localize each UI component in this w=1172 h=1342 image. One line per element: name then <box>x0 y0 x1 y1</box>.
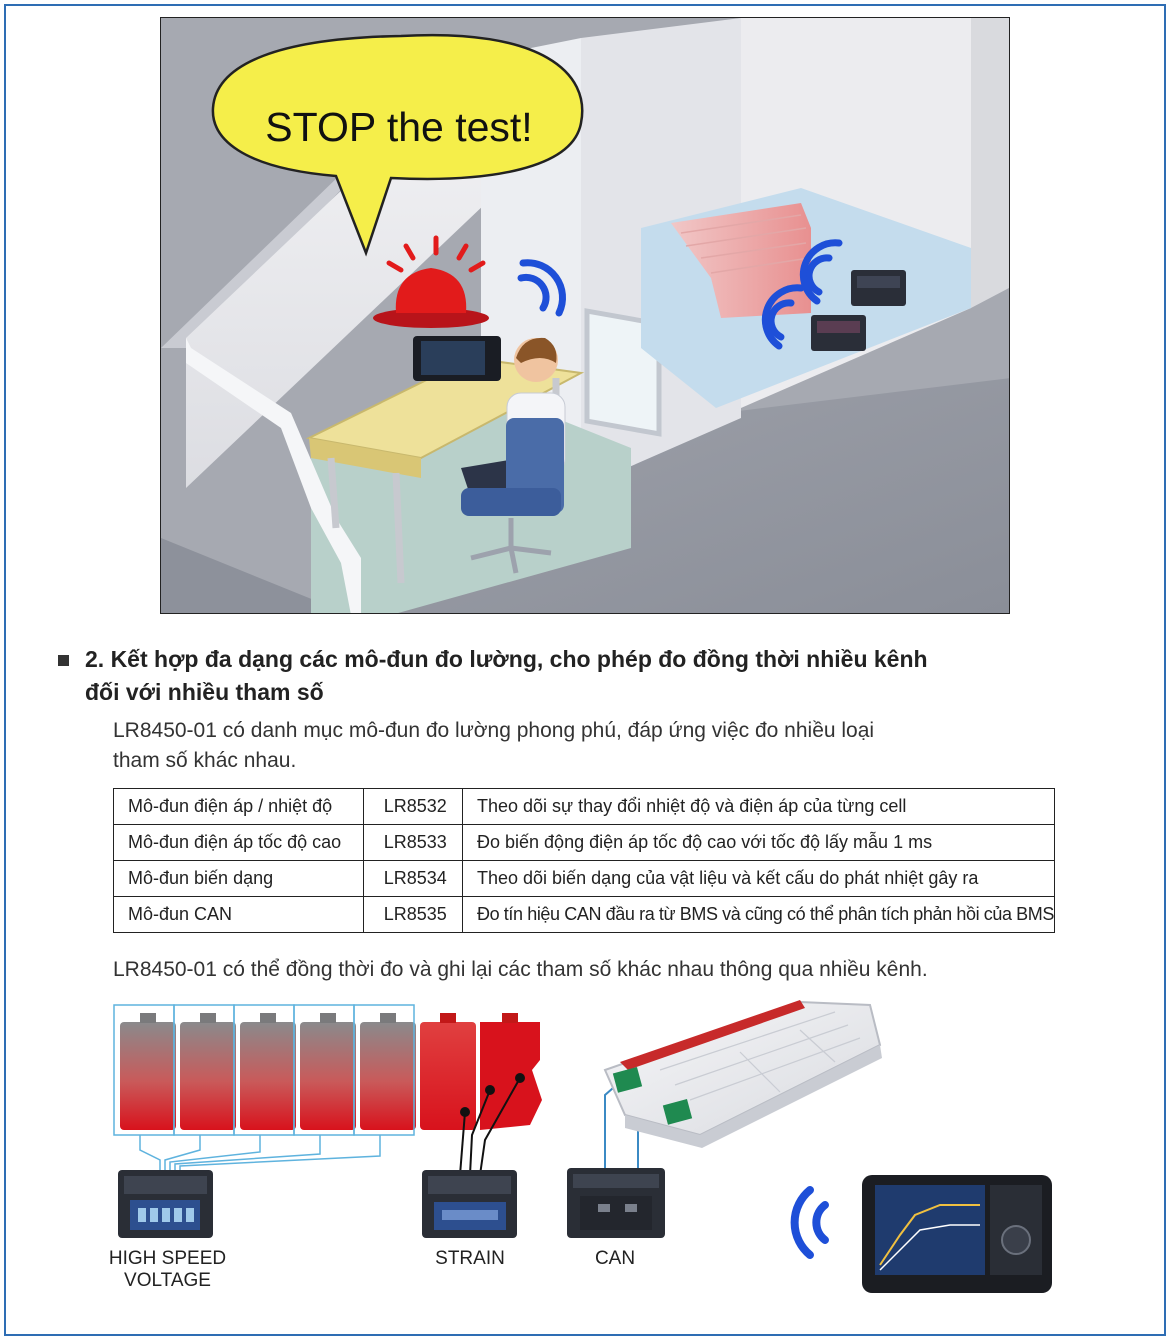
can-module-icon <box>567 1168 665 1238</box>
intro-paragraph: LR8450-01 có danh mục mô-đun đo lường ph… <box>113 716 973 776</box>
outro-paragraph: LR8450-01 có thể đồng thời đo và ghi lại… <box>113 958 928 981</box>
table-row: Mô-đun điện áp tốc độ cao LR8533 Đo biến… <box>113 824 1055 861</box>
label-high-speed-voltage: HIGH SPEED VOLTAGE <box>108 1248 227 1291</box>
wireless-icon <box>790 1186 829 1259</box>
table-row: Mô-đun CAN LR8535 Đo tín hiệu CAN đầu ra… <box>113 896 1055 933</box>
modules-table: Mô-đun điện áp / nhiệt độ LR8532 Theo dõ… <box>113 788 1055 933</box>
module-name: Mô-đun điện áp / nhiệt độ <box>113 788 364 825</box>
module-model: LR8533 <box>362 824 464 861</box>
module-name: Mô-đun điện áp tốc độ cao <box>113 824 364 861</box>
high-speed-voltage-module-icon <box>118 1170 213 1238</box>
module-model: LR8532 <box>362 788 464 825</box>
alarm-light-icon <box>373 235 489 328</box>
intro-line-2: tham số khác nhau. <box>113 749 297 772</box>
module-model: LR8534 <box>362 860 464 897</box>
module-description: Đo biến động điện áp tốc độ cao với tốc … <box>462 824 1055 861</box>
page-frame <box>4 4 1166 1336</box>
battery-cells <box>120 1013 542 1130</box>
strain-module-icon <box>422 1170 517 1238</box>
heading-line-1: 2. Kết hợp đa dạng các mô-đun đo lường, … <box>85 646 928 672</box>
data-logger-display-icon <box>862 1175 1052 1293</box>
intro-line-1: LR8450-01 có danh mục mô-đun đo lường ph… <box>113 719 875 742</box>
test-room-illustration: STOP the test! <box>160 17 1010 614</box>
label-strain: STRAIN <box>435 1248 505 1269</box>
wireless-icon <box>517 239 843 350</box>
table-row: Mô-đun biến dạng LR8534 Theo dõi biến dạ… <box>113 860 1055 897</box>
battery-pack-icon <box>603 1000 882 1148</box>
label-can: CAN <box>594 1248 636 1269</box>
speech-bubble-text: STOP the test! <box>265 104 532 150</box>
module-description: Theo dõi biến dạng của vật liệu và kết c… <box>462 860 1055 897</box>
measurement-diagram: HIGH SPEED VOLTAGE STRAIN CAN <box>100 1000 1060 1300</box>
bullet-icon <box>58 655 69 666</box>
module-name: Mô-đun biến dạng <box>113 860 364 897</box>
table-row: Mô-đun điện áp / nhiệt độ LR8532 Theo dõ… <box>113 788 1055 825</box>
module-model: LR8535 <box>362 896 464 933</box>
module-description: Đo tín hiệu CAN đầu ra từ BMS và cũng có… <box>462 896 1055 933</box>
module-name: Mô-đun CAN <box>113 896 364 933</box>
heading-line-2: đối với nhiều tham số <box>85 679 324 705</box>
module-description: Theo dõi sự thay đổi nhiệt độ và điện áp… <box>462 788 1055 825</box>
